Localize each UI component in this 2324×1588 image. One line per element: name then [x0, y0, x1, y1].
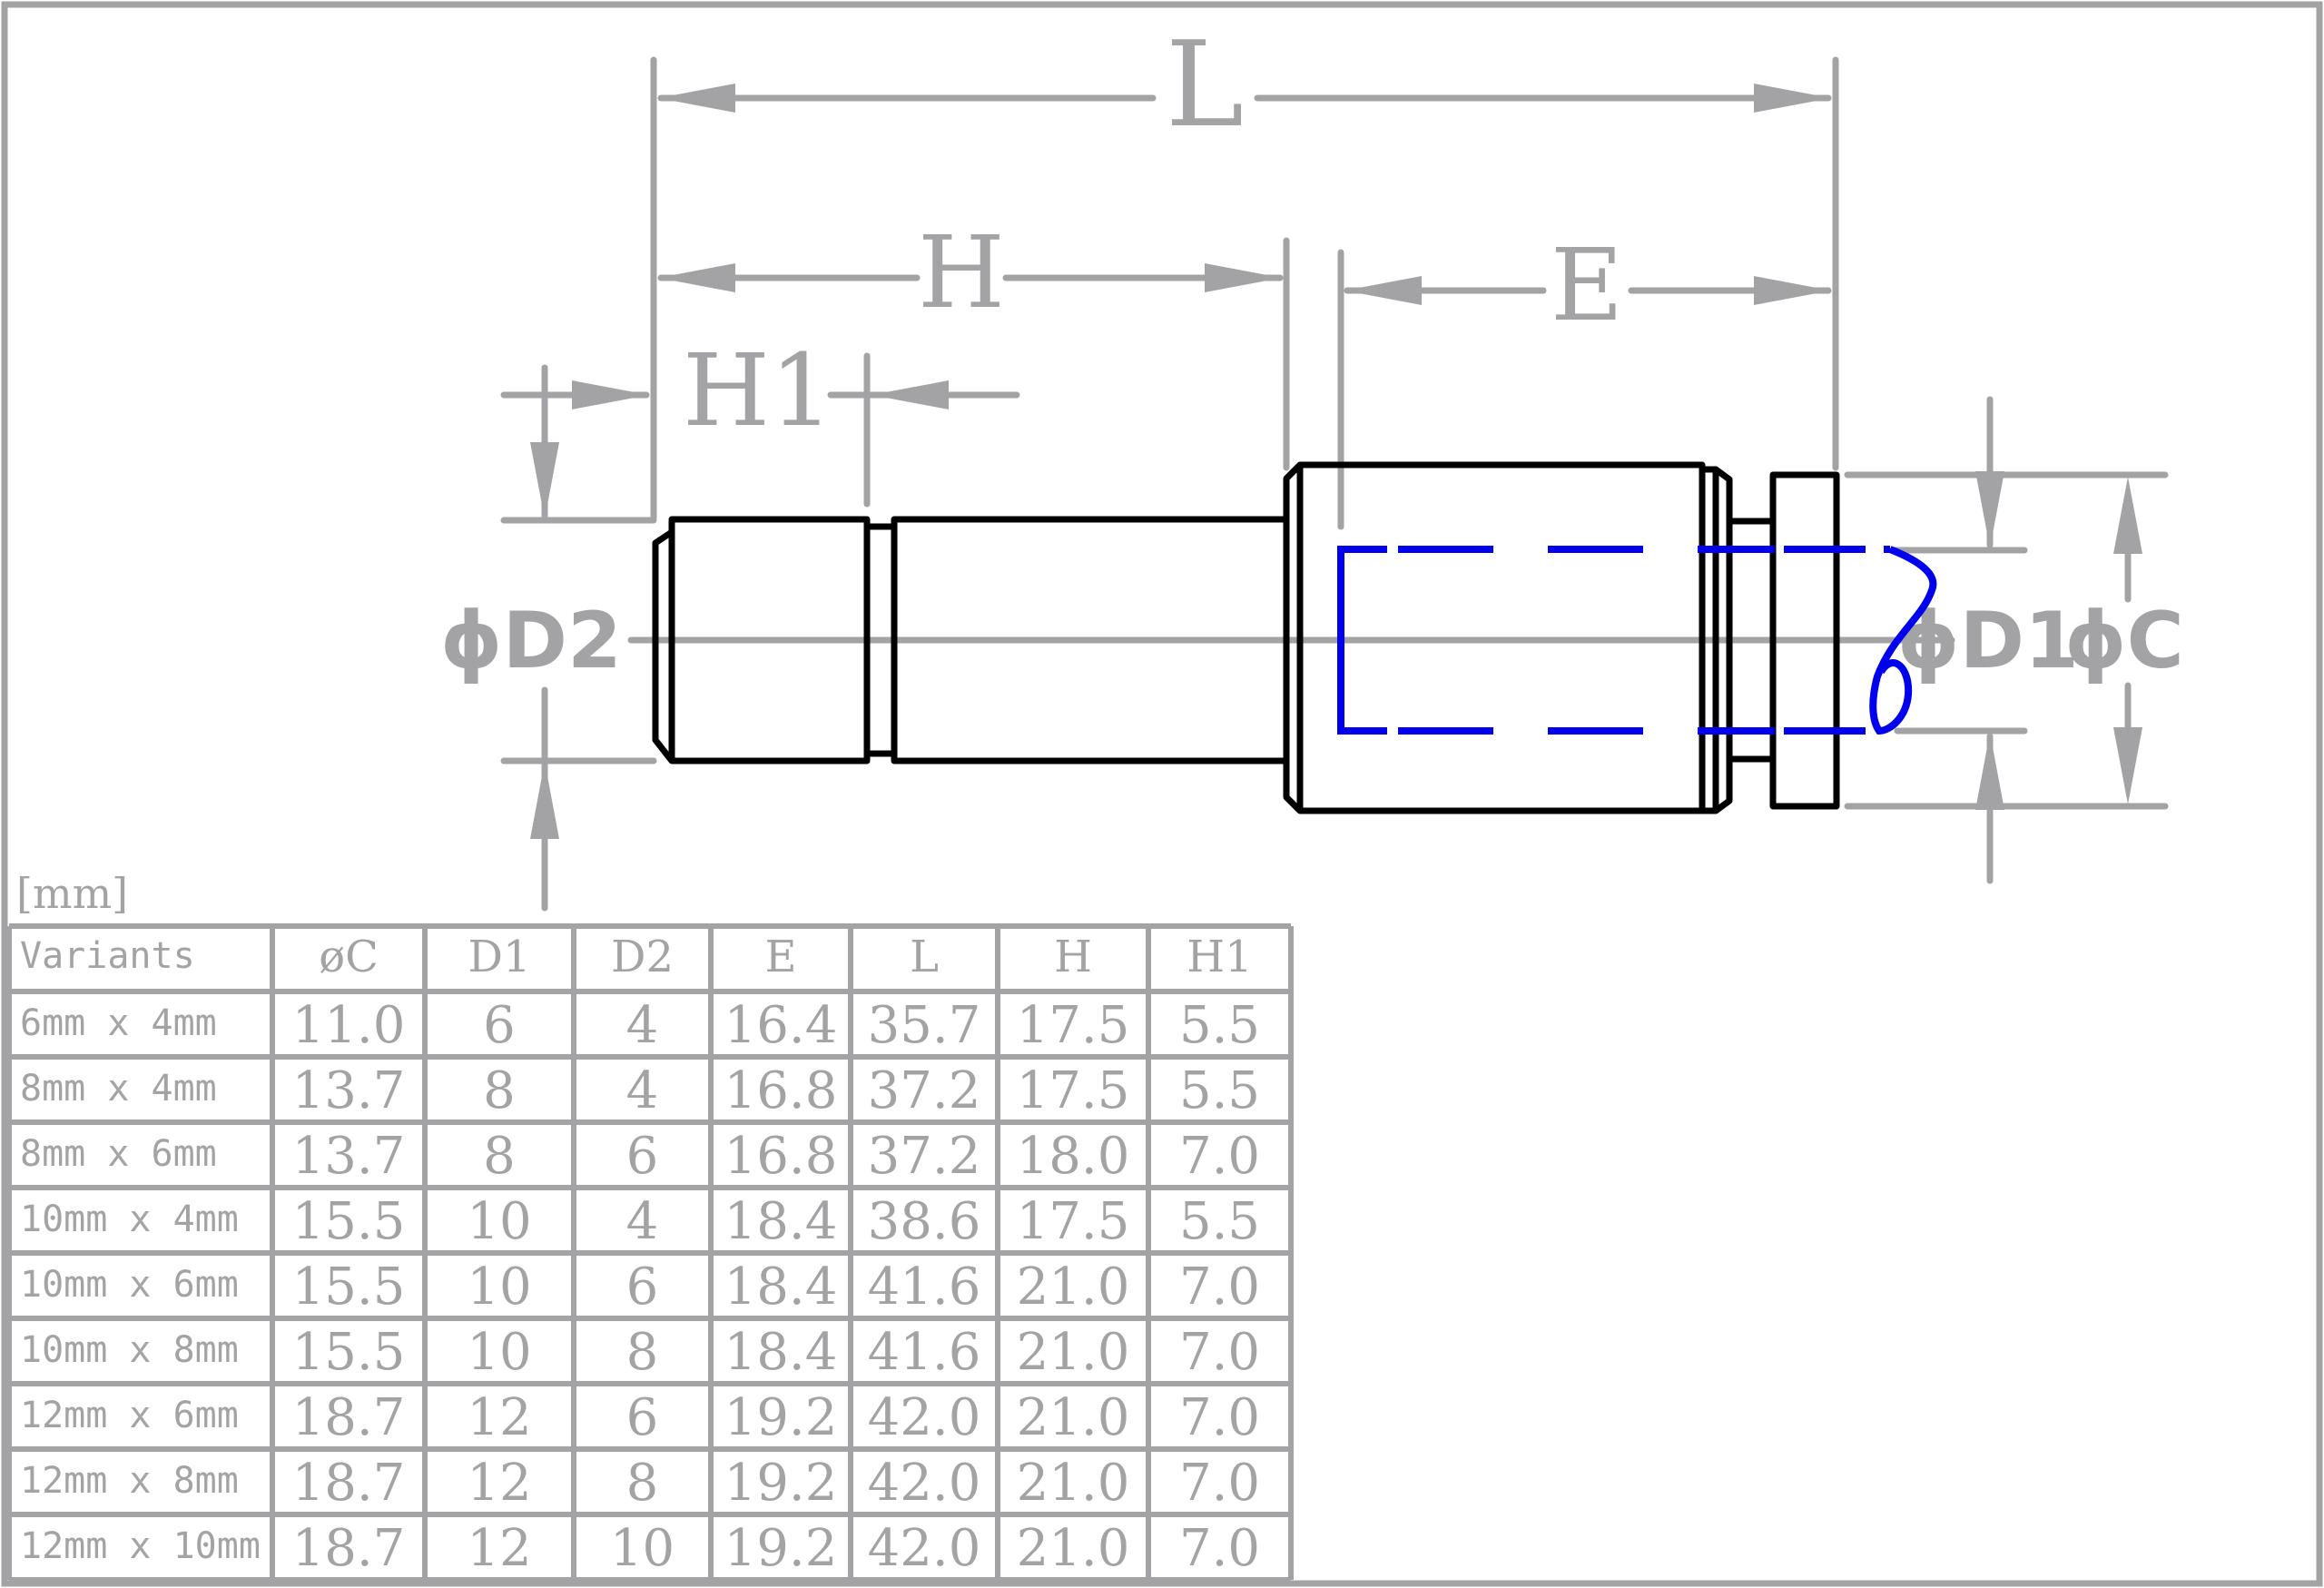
table-cell-variant: 8mm x 6mm	[20, 1133, 217, 1175]
table-cell: 11.0	[292, 996, 406, 1055]
table-cell: 21.0	[1017, 1454, 1130, 1513]
unit-label: [mm]	[16, 869, 128, 918]
table-cell: 15.5	[292, 1258, 406, 1317]
table-cell: 7.0	[1179, 1127, 1260, 1186]
table-cell: 12	[467, 1519, 531, 1578]
table-cell: 10	[610, 1519, 675, 1578]
table-cell: 15.5	[292, 1192, 406, 1251]
table-cell: 8	[626, 1454, 659, 1513]
table-header-variants: Variants	[20, 935, 195, 977]
dimension-table: Variants øC D1 D2 E L H H1 6mm x 4mm 11.0 6 4 16.4 35…	[6, 923, 1294, 1583]
dimension-lines	[500, 56, 2169, 912]
table-cell: 41.6	[868, 1323, 981, 1382]
table-cell: 18.0	[1017, 1127, 1130, 1186]
table-cell-variant: 10mm x 4mm	[20, 1198, 239, 1240]
table-cell: 7.0	[1179, 1388, 1260, 1447]
table-cell: 16.4	[724, 996, 838, 1055]
table-cell: 5.5	[1179, 1061, 1260, 1120]
table-cell-variant: 12mm x 10mm	[20, 1525, 261, 1567]
table-cell: 37.2	[868, 1061, 981, 1120]
table-cell: 6	[626, 1127, 659, 1186]
dim-label-D1: ϕD1	[1897, 596, 2079, 686]
table-cell: 21.0	[1017, 1323, 1130, 1382]
table-cell: 8	[483, 1127, 516, 1186]
table-cell-variant: 12mm x 6mm	[20, 1395, 239, 1436]
table-cell-variant: 10mm x 8mm	[20, 1329, 239, 1371]
table-cell: 7.0	[1179, 1454, 1260, 1513]
table-header-7: H1	[1187, 932, 1252, 982]
table-cell: 16.8	[724, 1061, 838, 1120]
table-cell: 35.7	[868, 996, 981, 1055]
table-cell: 41.6	[868, 1258, 981, 1317]
table-cell: 4	[626, 996, 659, 1055]
table-cell: 42.0	[868, 1454, 981, 1513]
table-cell: 17.5	[1017, 1061, 1130, 1120]
table-cell: 17.5	[1017, 1192, 1130, 1251]
dim-label-H: H	[918, 214, 1005, 330]
part-outline	[652, 461, 1840, 814]
table-cell: 12	[467, 1454, 531, 1513]
table-cell: 42.0	[868, 1519, 981, 1578]
table-cell: 18.7	[292, 1454, 406, 1513]
table-header-1: øC	[319, 932, 379, 982]
table-cell: 6	[626, 1258, 659, 1317]
table-cell-variant: 8mm x 4mm	[20, 1068, 217, 1110]
table-cell: 8	[626, 1323, 659, 1382]
dim-label-E: E	[1551, 227, 1623, 343]
table-cell: 15.5	[292, 1323, 406, 1382]
table-cell: 6	[626, 1388, 659, 1447]
table-cell: 13.7	[292, 1127, 406, 1186]
table-cell: 6	[483, 996, 516, 1055]
dim-label-L: L	[1166, 15, 1244, 153]
table-cell-variant: 10mm x 6mm	[20, 1264, 239, 1306]
table-cell: 12	[467, 1388, 531, 1447]
table-cell: 10	[467, 1258, 531, 1317]
table-cell: 7.0	[1179, 1323, 1260, 1382]
table-cell: 21.0	[1017, 1258, 1130, 1317]
table-header-3: D2	[611, 932, 674, 982]
table-header-4: E	[764, 932, 796, 982]
table-cell: 37.2	[868, 1127, 981, 1186]
table-cell: 19.2	[724, 1519, 838, 1578]
table-cell: 10	[467, 1323, 531, 1382]
dim-label-H1: H1	[683, 332, 833, 449]
table-cell: 10	[467, 1192, 531, 1251]
dim-label-D2: ϕD2	[440, 596, 622, 686]
table-cell: 7.0	[1179, 1519, 1260, 1578]
table-header-6: H	[1054, 932, 1092, 982]
hidden-tube-lines	[1337, 546, 1937, 735]
table-cell: 19.2	[724, 1388, 838, 1447]
table-cell: 18.4	[724, 1258, 838, 1317]
table-cell: 5.5	[1179, 996, 1260, 1055]
table-cell-variant: 12mm x 8mm	[20, 1460, 239, 1502]
table-cell-variant: 6mm x 4mm	[20, 1002, 217, 1044]
table-header-5: L	[910, 932, 939, 982]
table-cell: 8	[483, 1061, 516, 1120]
table-cell: 19.2	[724, 1454, 838, 1513]
table-cell: 18.7	[292, 1519, 406, 1578]
table-header-2: D1	[468, 932, 530, 982]
table-cell: 21.0	[1017, 1388, 1130, 1447]
table-cell: 38.6	[868, 1192, 981, 1251]
table-cell: 7.0	[1179, 1258, 1260, 1317]
table-cell: 18.4	[724, 1192, 838, 1251]
table-cell: 42.0	[868, 1388, 981, 1447]
table-cell: 18.4	[724, 1323, 838, 1382]
table-cell: 16.8	[724, 1127, 838, 1186]
table-cell: 5.5	[1179, 1192, 1260, 1251]
table-cell: 17.5	[1017, 996, 1130, 1055]
dim-label-C: ϕC	[2064, 596, 2184, 686]
table-cell: 4	[626, 1192, 659, 1251]
table-cell: 13.7	[292, 1061, 406, 1120]
table-cell: 21.0	[1017, 1519, 1130, 1578]
table-cell: 18.7	[292, 1388, 406, 1447]
table-cell: 4	[626, 1061, 659, 1120]
